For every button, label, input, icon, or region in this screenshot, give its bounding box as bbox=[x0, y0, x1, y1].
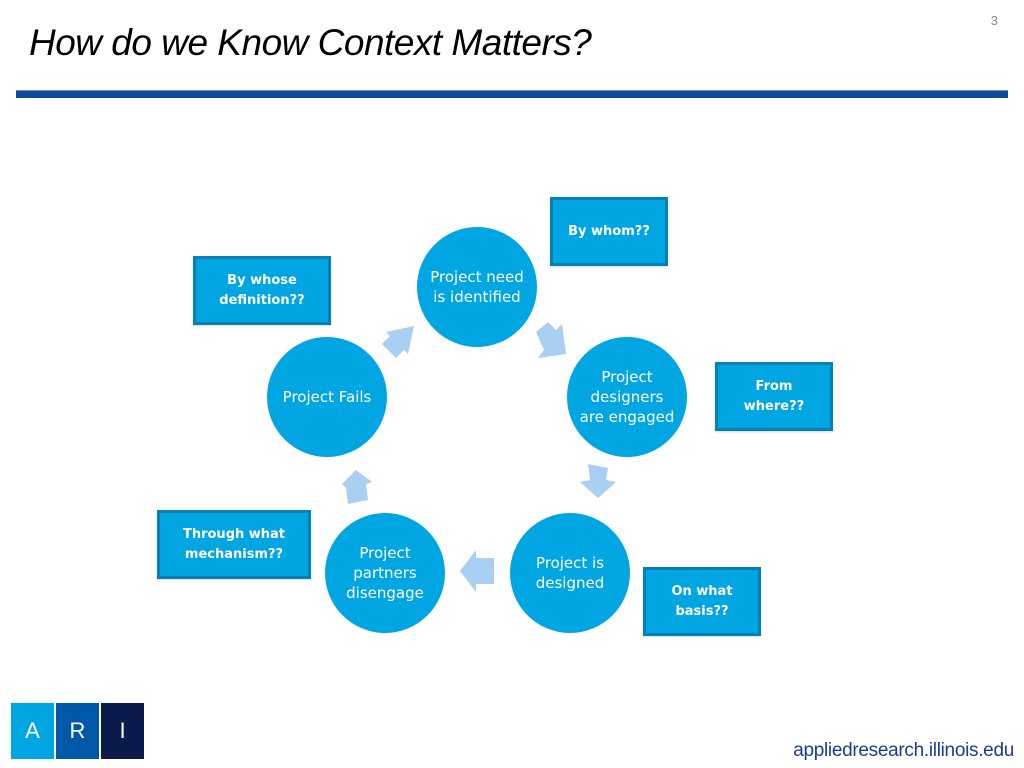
arrow-need-to-designers-icon bbox=[536, 322, 566, 358]
slide-number: 3 bbox=[990, 13, 998, 28]
node-project-fails: Project Fails bbox=[267, 337, 387, 457]
arrow-designed-to-disengage-icon bbox=[460, 550, 494, 592]
question-label: From where?? bbox=[743, 378, 805, 414]
node-project-designers-engaged: Project designers are engaged bbox=[567, 337, 687, 457]
question-label: By whom?? bbox=[568, 223, 650, 239]
node-label: Project designers are engaged bbox=[579, 368, 675, 426]
logo-tile-r: R bbox=[56, 703, 99, 759]
ari-logo: A R I bbox=[11, 703, 144, 759]
node-project-is-designed: Project is designed bbox=[510, 513, 630, 633]
question-label: Through what mechanism?? bbox=[182, 526, 286, 562]
footer-url-link[interactable]: appliedresearch.illinois.edu bbox=[793, 740, 1014, 761]
question-label: On what basis?? bbox=[671, 583, 733, 619]
node-label: Project Fails bbox=[282, 388, 372, 406]
question-box-on-what-basis: On what basis?? bbox=[643, 567, 761, 636]
node-project-need-identified: Project need is identified bbox=[417, 227, 537, 347]
question-box-by-whose-definition: By whose definition?? bbox=[193, 256, 331, 325]
arrow-fails-to-need-icon bbox=[382, 326, 414, 358]
arrow-designers-to-designed-icon bbox=[580, 464, 616, 498]
node-label: Project need is identified bbox=[430, 268, 524, 306]
node-project-partners-disengage: Project partners disengage bbox=[325, 513, 445, 633]
logo-tile-i: I bbox=[101, 703, 144, 759]
question-box-through-what-mechanism: Through what mechanism?? bbox=[157, 510, 311, 579]
node-label: Project is designed bbox=[535, 554, 605, 592]
slide-title: How do we Know Context Matters? bbox=[29, 22, 592, 63]
node-label: Project partners disengage bbox=[346, 544, 424, 602]
logo-tile-a: A bbox=[11, 703, 54, 759]
question-box-from-where: From where?? bbox=[715, 362, 833, 431]
question-label: By whose definition?? bbox=[219, 272, 305, 308]
question-box-by-whom: By whom?? bbox=[550, 197, 668, 266]
title-rule bbox=[16, 90, 1008, 98]
arrow-disengage-to-fails-icon bbox=[342, 470, 372, 504]
